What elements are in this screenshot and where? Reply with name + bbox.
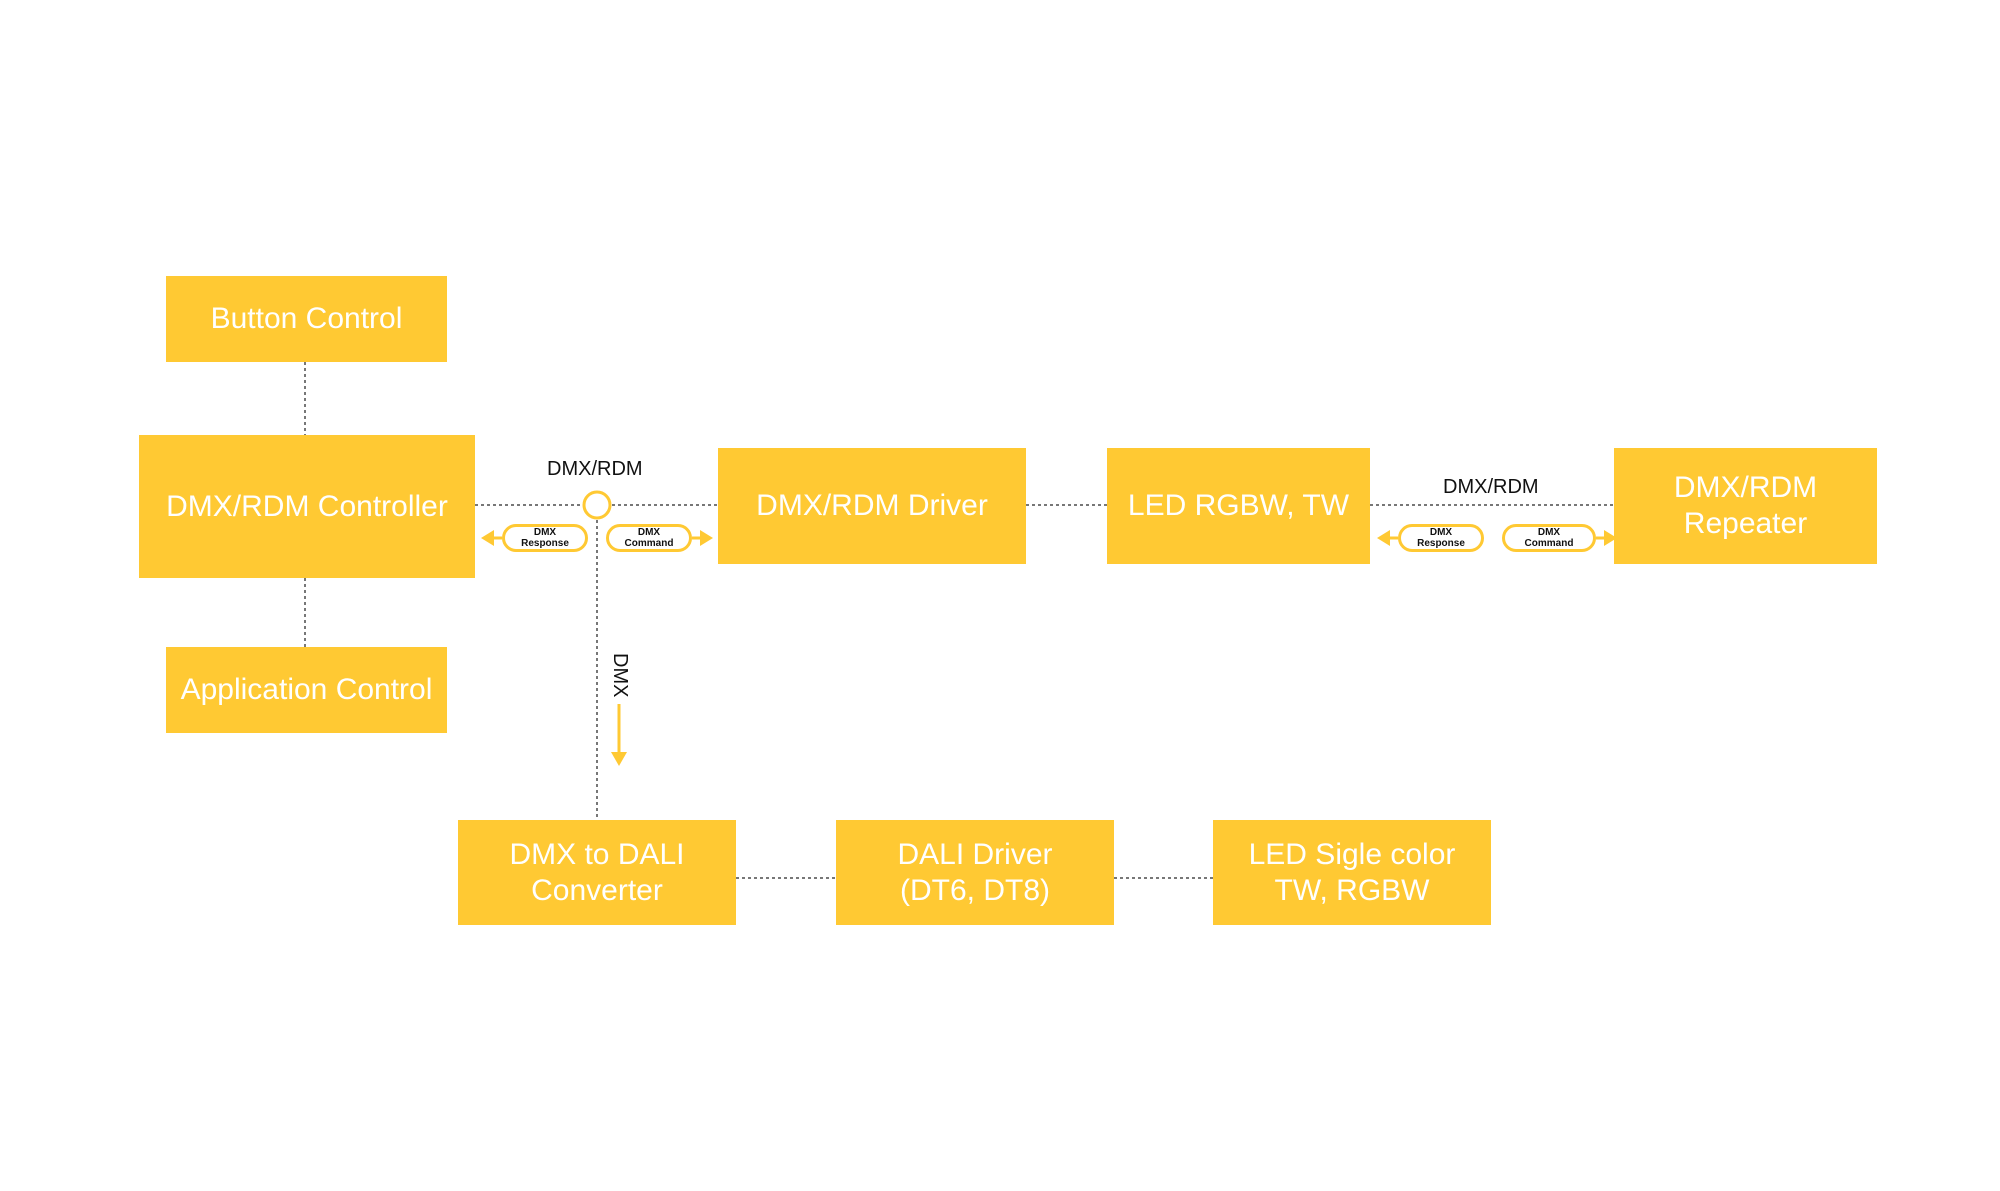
led-rgbw-tw-box: LED RGBW, TW (1107, 448, 1370, 564)
dmx-response-pill-2: DMX Response (1398, 524, 1484, 552)
pill-line: Response (1417, 538, 1465, 549)
command-arrow-right (700, 530, 713, 546)
dmx-command-pill: DMX Command (606, 524, 692, 552)
pill-line: Command (1524, 538, 1574, 549)
dmx-rdm-repeater-box: DMX/RDM Repeater (1614, 448, 1877, 564)
pill-line: Response (521, 538, 569, 549)
bus-label-dmx-rdm-2: DMX/RDM (1443, 476, 1539, 498)
pill-line: DMX (1537, 527, 1561, 538)
bus-junction-node (582, 490, 612, 520)
dmx-command-pill-2: DMX Command (1502, 524, 1596, 552)
response-arrow-left-2 (1377, 530, 1390, 546)
pill-line: Command (624, 538, 674, 549)
dmx-response-pill: DMX Response (502, 524, 588, 552)
led-single-color-box: LED Sigle color TW, RGBW (1213, 820, 1491, 925)
dali-driver-box: DALI Driver (DT6, DT8) (836, 820, 1114, 925)
pill-line: DMX (533, 527, 557, 538)
branch-label-dmx: DMX (609, 653, 631, 698)
bus-label-dmx-rdm: DMX/RDM (547, 458, 643, 480)
dmx-to-dali-converter-box: DMX to DALI Converter (458, 820, 736, 925)
dmx-down-arrow-head (611, 752, 627, 766)
response-arrow-left (481, 530, 494, 546)
pill-line: DMX (1429, 527, 1453, 538)
application-control-box: Application Control (166, 647, 447, 733)
dmx-rdm-driver-box: DMX/RDM Driver (718, 448, 1026, 564)
dmx-rdm-controller-box: DMX/RDM Controller (139, 435, 475, 578)
command-arrow-right-2 (1604, 530, 1617, 546)
pill-line: DMX (637, 527, 661, 538)
button-control-box: Button Control (166, 276, 447, 362)
